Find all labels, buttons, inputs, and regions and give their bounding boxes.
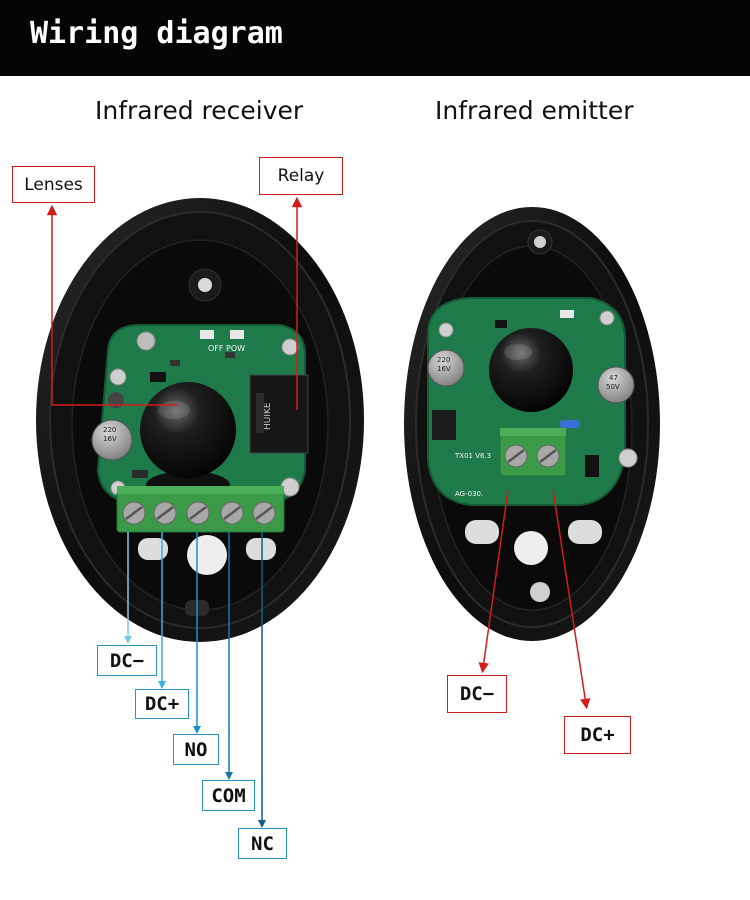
emitter-terminal-dc-plus: DC+ (564, 716, 631, 754)
svg-text:16V: 16V (103, 435, 117, 443)
receiver-terminal-no: NO (173, 734, 219, 765)
svg-text:220: 220 (437, 356, 450, 364)
cable-hole (514, 531, 548, 565)
emitter-title: Infrared emitter (435, 96, 634, 125)
receiver-wires (124, 532, 266, 828)
receiver-terminal-nc: NC (238, 828, 287, 859)
emitter-wires (478, 489, 591, 710)
wire-emitter-dc-plus (552, 489, 591, 710)
receiver-lens (140, 382, 236, 478)
receiver-pcb: OFF POW HUIKE 220 16V (91, 324, 309, 503)
pcb-led-label: OFF POW (208, 344, 245, 353)
relay-label: Relay (259, 157, 343, 195)
capacitor-right (597, 366, 635, 404)
mount-slot (246, 538, 276, 560)
page-title: Wiring diagram (30, 16, 283, 51)
cable-hole (187, 535, 227, 575)
mount-slot (568, 520, 602, 544)
emitter-lens (489, 328, 573, 412)
emitter-pcb: 220 16V 47 50V TX01 V6.3 AG-030. (427, 297, 638, 506)
mount-hole (198, 278, 212, 292)
svg-text:AG-030.: AG-030. (455, 490, 483, 498)
receiver-title: Infrared receiver (95, 96, 304, 125)
svg-text:16V: 16V (437, 365, 451, 373)
header-bar: Wiring diagram (0, 0, 750, 76)
receiver-device: OFF POW HUIKE 220 16V (36, 198, 364, 642)
capacitor (91, 419, 133, 461)
svg-text:47: 47 (609, 374, 618, 382)
emitter-device: 220 16V 47 50V TX01 V6.3 AG-030. (404, 207, 660, 641)
receiver-terminal-dc-plus: DC+ (135, 689, 189, 719)
emitter-terminal-block (499, 428, 567, 477)
svg-text:50V: 50V (606, 383, 620, 391)
lenses-callout-line (46, 204, 178, 406)
emitter-terminal-dc-minus: DC− (447, 675, 507, 713)
mount-slot (465, 520, 499, 544)
capacitor-left (427, 349, 465, 387)
svg-text:HUIKE: HUIKE (263, 402, 273, 430)
receiver-terminal-com: COM (202, 780, 255, 811)
receiver-terminal-block (116, 486, 285, 533)
svg-text:TX01 V6.3: TX01 V6.3 (454, 452, 491, 460)
svg-text:220: 220 (103, 426, 116, 434)
receiver-terminal-dc-minus: DC− (97, 645, 157, 676)
lenses-label: Lenses (12, 166, 95, 203)
wire-emitter-dc-minus (478, 489, 509, 674)
mount-slot (138, 538, 168, 560)
